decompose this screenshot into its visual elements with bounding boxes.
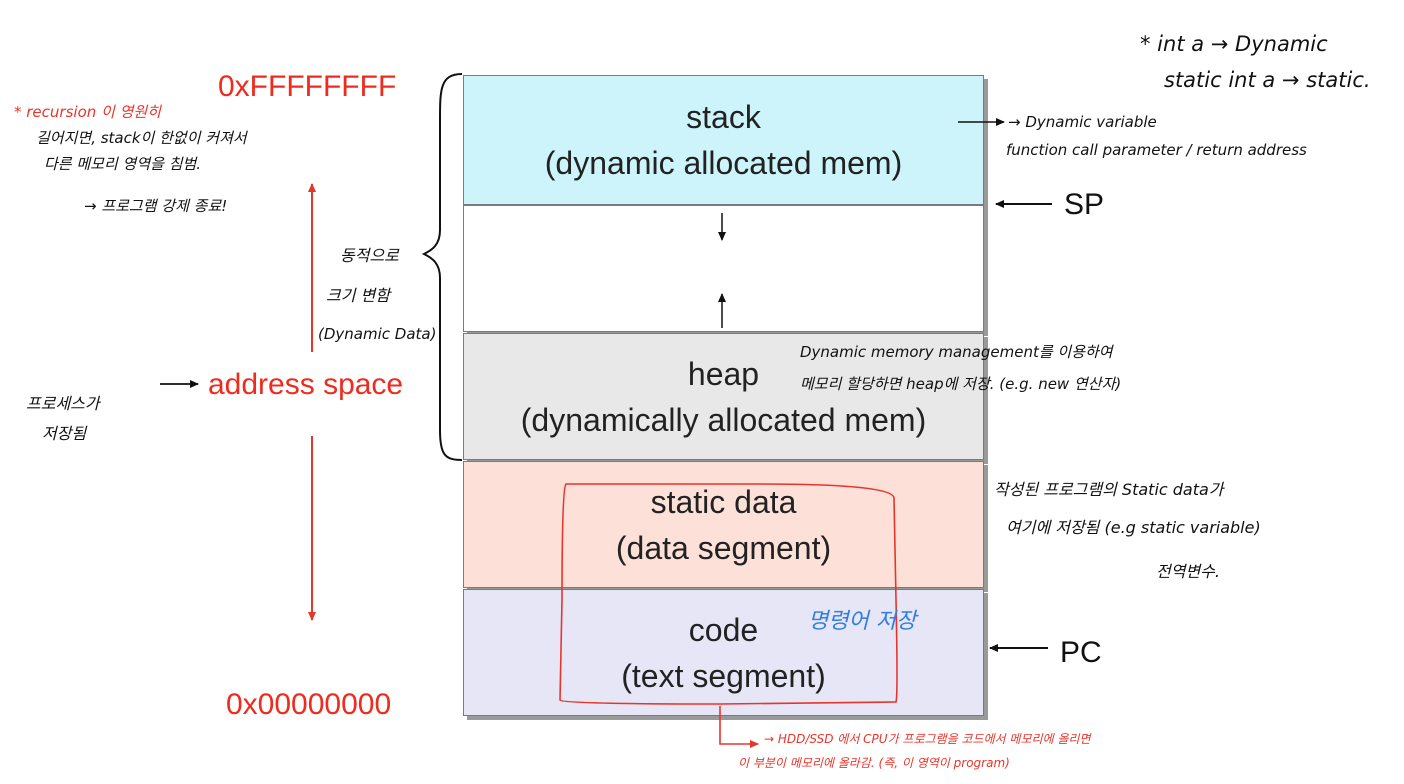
dynamic-brace-icon [421,73,463,461]
code-subtitle: (text segment) [621,657,826,694]
static-data-segment: static data (data segment) [463,461,984,588]
code-title: code [688,611,759,648]
dynamic-note-line1: 동적으로 [340,246,399,265]
recursion-note-line3: 다른 메모리 영역을 침범. [44,155,202,173]
stack-segment: stack (dynamic allocated mem) [463,75,984,205]
static-note-line1: 작성된 프로그램의 Static data가 [994,480,1224,499]
code-note: 명령어 저장 [808,609,917,634]
address-bottom-label: 0x00000000 [226,688,392,721]
top-right-note-line2: static int a → static. [1164,68,1371,92]
static-subtitle: (data segment) [615,529,832,566]
bottom-note-line1: → HDD/SSD 에서 CPU가 프로그램을 코드에서 메모리에 올리면 [764,732,1091,746]
process-note-line1: 프로세스가 [26,394,100,413]
static-title: static data [650,483,797,520]
stack-note-line1: → Dynamic variable [1008,113,1157,131]
address-space-label: address space [208,368,404,401]
free-space-segment [463,205,984,332]
top-right-note-line1: * int a → Dynamic [1140,32,1328,56]
stack-note-line2: function call parameter / return address [1006,141,1307,159]
heap-segment: heap (dynamically allocated mem) [463,333,984,460]
heap-title: heap [687,355,760,392]
heap-subtitle: (dynamically allocated mem) [520,401,927,438]
dynamic-note-line3: (Dynamic Data) [318,325,437,343]
bottom-note-arrow-icon [719,706,759,748]
recursion-note-line4: → 프로그램 강제 종료! [84,197,228,215]
heap-note-line1: Dynamic memory management를 이용하여 [800,343,1113,361]
stack-title: stack [686,99,761,135]
dynamic-note-line2: 크기 변함 [326,286,390,305]
pc-label: PC [1060,636,1102,669]
recursion-note-line2: 길어지면, stack이 한없이 커져서 [36,129,247,147]
heap-note-line2: 메모리 할당하면 heap에 저장. (e.g. new 연산자) [800,375,1122,393]
program-region-box [559,483,898,705]
bottom-note-line2: 이 부분이 메모리에 올라감. (즉, 이 영역이 program) [738,756,1010,770]
static-note-line2: 여기에 저장됨 (e.g static variable) [1006,518,1261,537]
stack-subtitle: (dynamic allocated mem) [544,145,903,181]
recursion-note-line1: * recursion 이 영원히 [14,103,161,121]
static-note-line3: 전역변수. [1156,562,1220,581]
address-top-label: 0xFFFFFFFF [218,70,397,103]
process-note-line2: 저장됨 [42,424,87,443]
sp-label: SP [1064,188,1105,221]
